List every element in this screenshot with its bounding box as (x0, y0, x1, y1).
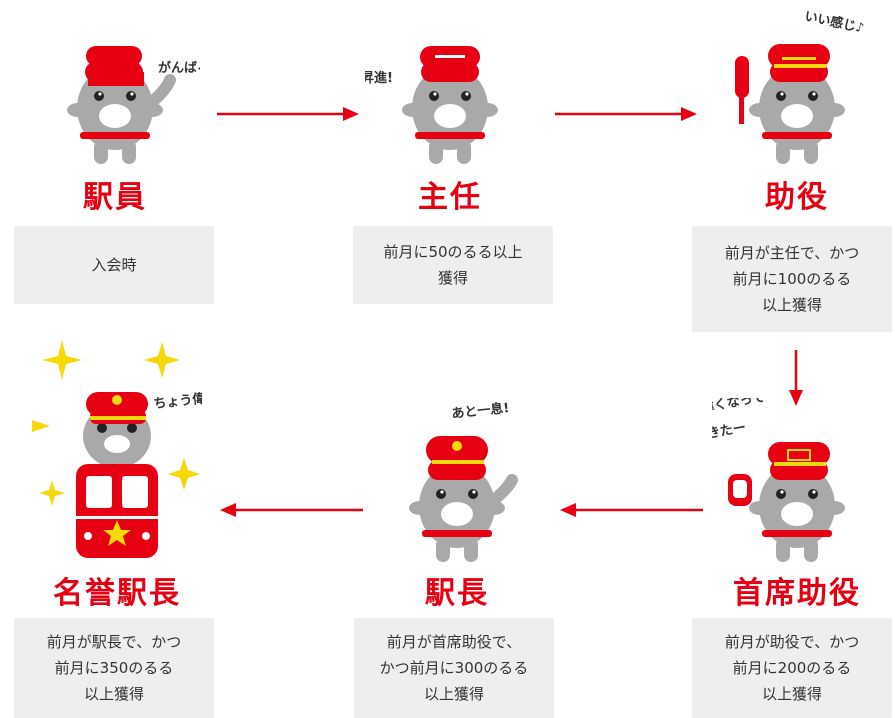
rank-ekicho: 駅長 (425, 576, 489, 611)
rank-shunin: 主任 (418, 180, 482, 215)
mascot-joyaku: いい感じ♪ (735, 8, 865, 164)
cond-line: かつ前月に300のるる (379, 659, 529, 677)
arrow-right-2 (555, 107, 697, 121)
cond-line: 前月に100のるる (732, 270, 852, 288)
arrow-left-1 (560, 503, 703, 517)
cond-line: 以上獲得 (423, 685, 484, 703)
stage-ekicho: あと一息! 駅長 前月が首席助役で、 かつ前月に300のるる 以上獲得 (354, 398, 554, 718)
stage-ekiin: がんばるぞー 駅員 入会時 (14, 0, 214, 310)
stage-shunin: 昇進! 主任 前月に50のるる以上 獲得 (353, 0, 553, 310)
arrow-left-2 (220, 503, 363, 517)
rank-ekiin: 駅員 (83, 180, 147, 215)
cond-line: 前月が駅長で、かつ (46, 633, 182, 651)
arrow-down (789, 350, 803, 406)
cond-ekicho: 前月が首席助役で、 かつ前月に300のるる 以上獲得 (354, 618, 554, 718)
cond-meiyo-ekicho: 前月が駅長で、かつ 前月に350のるる 以上獲得 (14, 618, 214, 718)
cond-line: 以上獲得 (83, 685, 144, 703)
mascot-meiyo-ekicho: ちょう偉い! (32, 340, 202, 558)
cond-line: 以上獲得 (761, 296, 822, 314)
cond-line: 前月に50のるる以上 (383, 243, 523, 261)
stage-joyaku: いい感じ♪ 助役 前月が主任で、かつ 前月に100のるる 以上獲得 (692, 0, 892, 332)
cond-line: 入会時 (91, 256, 137, 274)
sparkle-icon (42, 340, 82, 380)
mascot-ekiin: がんばるぞー (67, 46, 200, 164)
mascot-ekicho: あと一息! (409, 400, 518, 562)
bubble-shunin: 昇進! (365, 70, 393, 86)
cond-line: 獲得 (437, 269, 468, 287)
rank-joyaku: 助役 (765, 180, 829, 215)
stage-shuseki-joyaku: 偉くなって きたー 首席助役 前月が助役で、かつ 前月に200のるる 以上獲得 (692, 398, 892, 718)
bubble-shuseki-joyaku-2: きたー (712, 420, 747, 442)
mascot-shunin: 昇進! (365, 46, 498, 164)
rank-meiyo-ekicho: 名誉駅長 (53, 576, 181, 611)
cond-line: 前月が首席助役で、 (386, 633, 522, 651)
bubble-ekiin: がんばるぞー (158, 60, 200, 76)
cond-shunin: 前月に50のるる以上 獲得 (353, 226, 553, 304)
cond-line: 前月に350のるる (54, 659, 174, 677)
bubble-ekicho: あと一息! (451, 400, 510, 422)
cond-shuseki-joyaku: 前月が助役で、かつ 前月に200のるる 以上獲得 (692, 618, 892, 718)
arrow-right-1 (217, 107, 359, 121)
cond-line: 前月が主任で、かつ (724, 244, 860, 262)
cond-line: 前月に200のるる (732, 659, 852, 677)
cond-line: 前月が助役で、かつ (724, 633, 860, 651)
bubble-joyaku: いい感じ♪ (803, 8, 865, 36)
mascot-shuseki-joyaku: 偉くなって きたー (712, 398, 845, 562)
cond-line: 以上獲得 (761, 685, 822, 703)
stage-meiyo-ekicho: ちょう偉い! 名誉駅長 前月が駅長で、かつ 前月に350のるる 以上獲得 (14, 340, 214, 718)
rank-shuseki-joyaku: 首席助役 (733, 576, 861, 611)
cond-joyaku: 前月が主任で、かつ 前月に100のるる 以上獲得 (692, 226, 892, 332)
cond-ekiin: 入会時 (14, 226, 214, 304)
bubble-shuseki-joyaku: 偉くなって (712, 398, 766, 416)
bubble-meiyo-ekicho: ちょう偉い! (153, 389, 202, 412)
